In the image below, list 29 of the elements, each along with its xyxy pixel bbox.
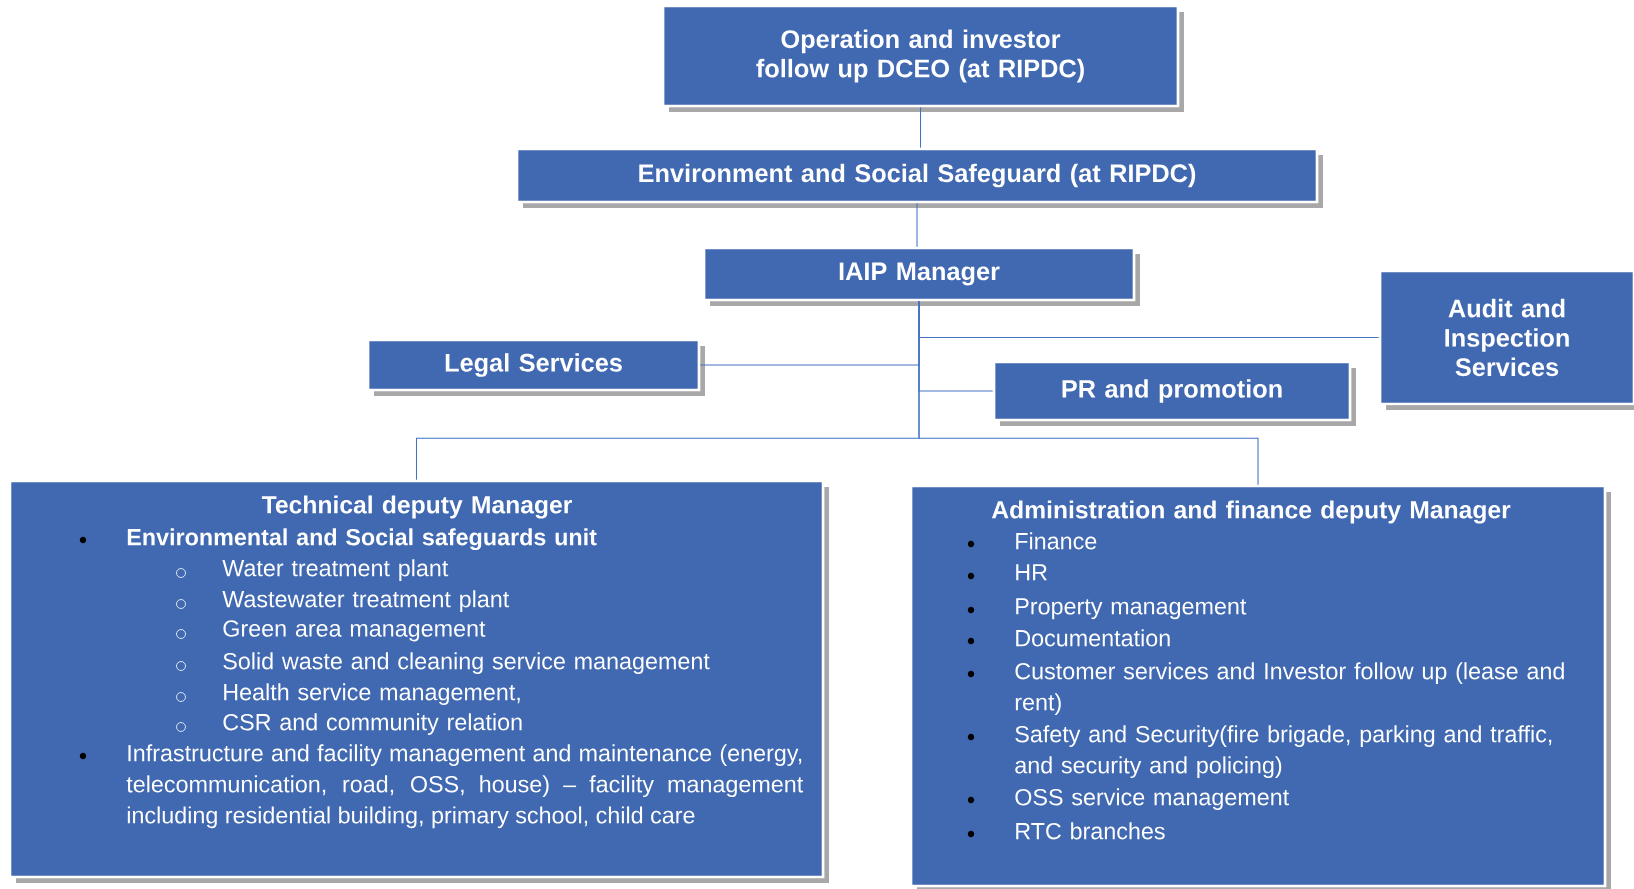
list-item: Infrastructure and facility management and maintenance (energy, telecommunication, road, OSS, house) – facility management including residential building, primary school, child care	[126, 744, 804, 829]
list-box	[909, 484, 1611, 889]
list-item: Green area management	[223, 620, 486, 642]
list-item: OSS service management	[1015, 788, 1289, 811]
list-item: Customer services and Investor follow up (lease and rent)	[1015, 662, 1564, 716]
box-heading: Technical deputy Manager	[261, 495, 572, 519]
list-item: HR	[1016, 564, 1047, 581]
org-box: PR and promotion	[992, 360, 1356, 426]
connector-line	[916, 202, 918, 248]
list-item: Wastewater treatment plant	[222, 590, 510, 613]
list-item: Solid waste and cleaning service management	[223, 652, 710, 675]
connector-line	[919, 106, 922, 149]
list-box	[8, 479, 829, 883]
list-item: Finance	[1016, 532, 1097, 550]
box-heading: Administration and finance deputy Manager	[991, 500, 1511, 524]
org-box: Audit and Inspection Services	[1378, 269, 1634, 410]
list-item: Environmental and Social safeguards unit	[127, 528, 597, 551]
org-box: IAIP Manager	[702, 246, 1140, 306]
list-item: Health service management,	[224, 683, 520, 706]
connector-line	[918, 300, 1259, 486]
list-item: Documentation	[1016, 629, 1170, 647]
list-item: Property management	[1016, 598, 1247, 620]
list-item: RTC branches	[1016, 822, 1165, 840]
org-box: Operation and investor follow up DCEO (at RIPDC)	[661, 4, 1184, 112]
list-item: CSR and community relation	[223, 713, 522, 736]
org-box: Legal Services	[366, 338, 705, 396]
list-item: Water treatment plant	[222, 559, 449, 582]
list-item: Safety and Security(fire brigade, parking and traffic, and security and policing)	[1015, 725, 1552, 779]
org-box: Environment and Social Safeguard (at RIPDC)	[515, 147, 1323, 208]
